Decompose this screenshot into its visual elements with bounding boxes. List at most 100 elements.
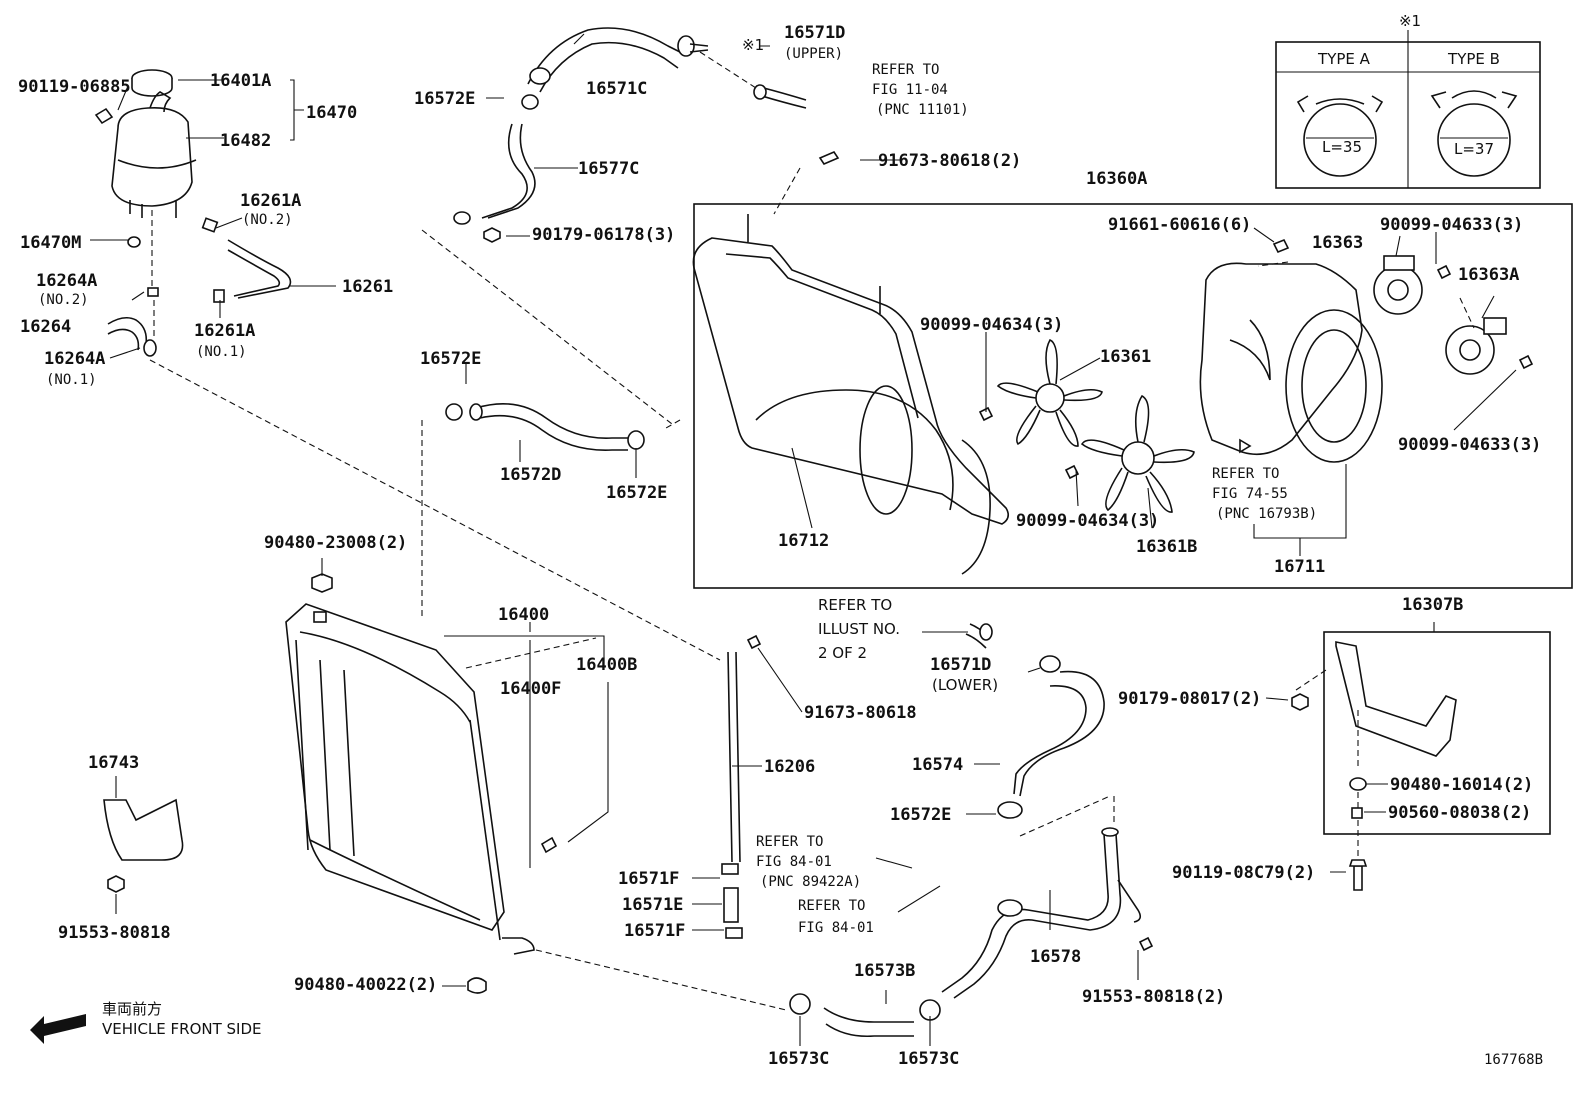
fan-assembly-frame — [693, 203, 1573, 589]
label-16264a-no1: (NO.1) — [46, 372, 97, 388]
type-b-label: TYPE B — [1447, 50, 1500, 68]
shroud-16712 — [692, 214, 1010, 575]
label-90119-08c79: 90119-08C79(2) — [1172, 863, 1315, 883]
label-16400f: 16400F — [500, 679, 561, 699]
label-upper: (UPPER) — [784, 46, 843, 62]
label-16573c-b: 16573C — [898, 1049, 959, 1069]
label-90480-23008: 90480-23008(2) — [264, 533, 407, 553]
label-16572e-top: 16572E — [414, 89, 475, 109]
label-91553-80818-2: 91553-80818(2) — [1082, 987, 1225, 1007]
cover-16743 — [103, 798, 184, 893]
refer-hose-11-04 — [753, 84, 807, 109]
length-b-label: L=37 — [1454, 140, 1494, 158]
label-16400b: 16400B — [576, 655, 637, 675]
note-mark: ※1 — [1399, 12, 1421, 30]
label-refer-84-01-a2: FIG 84-01 — [756, 854, 832, 870]
label-16711: 16711 — [1274, 557, 1325, 577]
label-16573b: 16573B — [854, 961, 915, 981]
fan-16361b — [1080, 394, 1195, 513]
label-front-en: VEHICLE FRONT SIDE — [102, 1020, 262, 1038]
label-16577c: 16577C — [578, 159, 639, 179]
label-16264a-top: 16264A — [36, 271, 97, 291]
lower-hose-16574 — [965, 623, 1105, 819]
label-16571c: 16571C — [586, 79, 647, 99]
upper-hose-16571c — [527, 27, 709, 93]
fan-16361 — [996, 338, 1103, 447]
hose-16572d — [445, 402, 645, 451]
label-90119-06885: 90119-06885 — [18, 77, 131, 97]
reservoir-tank — [111, 69, 197, 248]
label-refer-74-55-c: (PNC 16793B) — [1216, 506, 1317, 522]
label-90179-08017: 90179-08017(2) — [1118, 689, 1261, 709]
label-16571f-a: 16571F — [618, 869, 679, 889]
label-16361b: 16361B — [1136, 537, 1197, 557]
label-refer-84-01-b1: REFER TO — [798, 898, 865, 914]
label-16572e-mid: 16572E — [420, 349, 481, 369]
label-16261: 16261 — [342, 277, 393, 297]
label-16573c-a: 16573C — [768, 1049, 829, 1069]
label-refer-illust-b: ILLUST NO. — [818, 620, 900, 638]
fan-motor-16363a — [1445, 317, 1507, 375]
label-16470m: 16470M — [20, 233, 81, 253]
part-labels: 90119-06885 16401A 16470 16482 16261A (N… — [18, 23, 1543, 1069]
reservoir-hose-16261 — [201, 217, 292, 303]
clamp-type-b-icon — [1430, 90, 1518, 177]
label-16482: 16482 — [220, 131, 271, 151]
label-90099-04634-b: 90099-04634(3) — [1016, 511, 1159, 531]
figure-number: 167768B — [1484, 1052, 1543, 1068]
label-refer-84-01-a1: REFER TO — [756, 834, 823, 850]
dashed-lines — [149, 51, 1475, 1011]
label-16307b: 16307B — [1402, 595, 1463, 615]
label-91553-80818: 91553-80818 — [58, 923, 171, 943]
reservoir-hose-16264 — [107, 287, 159, 357]
label-refer-11-04-b: FIG 11-04 — [872, 82, 948, 98]
label-90560-08038: 90560-08038(2) — [1388, 803, 1531, 823]
label-16264a-bot: 16264A — [44, 349, 105, 369]
label-91661-60616: 91661-60616(6) — [1108, 215, 1251, 235]
bracket-frame — [1323, 631, 1551, 835]
label-16264a-no2: (NO.2) — [38, 292, 89, 308]
label-refer-74-55-a: REFER TO — [1212, 466, 1279, 482]
pipe-16206 — [721, 634, 762, 939]
label-90480-16014: 90480-16014(2) — [1390, 775, 1533, 795]
label-front-jp: 車両前方 — [102, 1000, 162, 1018]
label-16574: 16574 — [912, 755, 963, 775]
label-91673-80618-2: 91673-80618(2) — [878, 151, 1021, 171]
label-16261a-top: 16261A — [240, 191, 301, 211]
fan-shroud-16711 — [1199, 262, 1383, 463]
label-refer-illust-a: REFER TO — [818, 596, 892, 614]
label-16578: 16578 — [1030, 947, 1081, 967]
label-90099-04633-a: 90099-04633(3) — [1380, 215, 1523, 235]
label-16743: 16743 — [88, 753, 139, 773]
type-a-label: TYPE A — [1317, 50, 1371, 68]
label-16712: 16712 — [778, 531, 829, 551]
label-16261a-no1: (NO.1) — [196, 344, 247, 360]
fan-bolts — [818, 151, 1534, 480]
label-note-mark: ※1 — [742, 36, 764, 54]
label-90099-04633-b: 90099-04633(3) — [1398, 435, 1541, 455]
label-16206: 16206 — [764, 757, 815, 777]
label-16360a: 16360A — [1086, 169, 1147, 189]
label-refer-11-04-c: (PNC 11101) — [876, 102, 969, 118]
label-90480-40022: 90480-40022(2) — [294, 975, 437, 995]
radiator-16400 — [285, 573, 558, 994]
label-16261a-bot: 16261A — [194, 321, 255, 341]
length-a-label: L=35 — [1322, 138, 1362, 156]
label-16572d: 16572D — [500, 465, 561, 485]
label-refer-84-01-a3: (PNC 89422A) — [760, 874, 861, 890]
label-16400: 16400 — [498, 605, 549, 625]
label-16571d-upper: 16571D — [784, 23, 845, 43]
label-16363: 16363 — [1312, 233, 1363, 253]
label-16572e-mid2: 16572E — [606, 483, 667, 503]
label-refer-illust-c: 2 OF 2 — [818, 644, 867, 662]
label-16572e-low: 16572E — [890, 805, 951, 825]
pipe-16578 — [941, 827, 1154, 999]
label-16571f-b: 16571F — [624, 921, 685, 941]
reservoir-bolt-icon — [94, 107, 114, 125]
label-16363a: 16363A — [1458, 265, 1519, 285]
label-16470: 16470 — [306, 103, 357, 123]
clamp-type-table: TYPE A TYPE B L=35 L=37 ※1 — [1275, 12, 1541, 189]
label-90179-06178: 90179-06178(3) — [532, 225, 675, 245]
label-refer-11-04-a: REFER TO — [872, 62, 939, 78]
